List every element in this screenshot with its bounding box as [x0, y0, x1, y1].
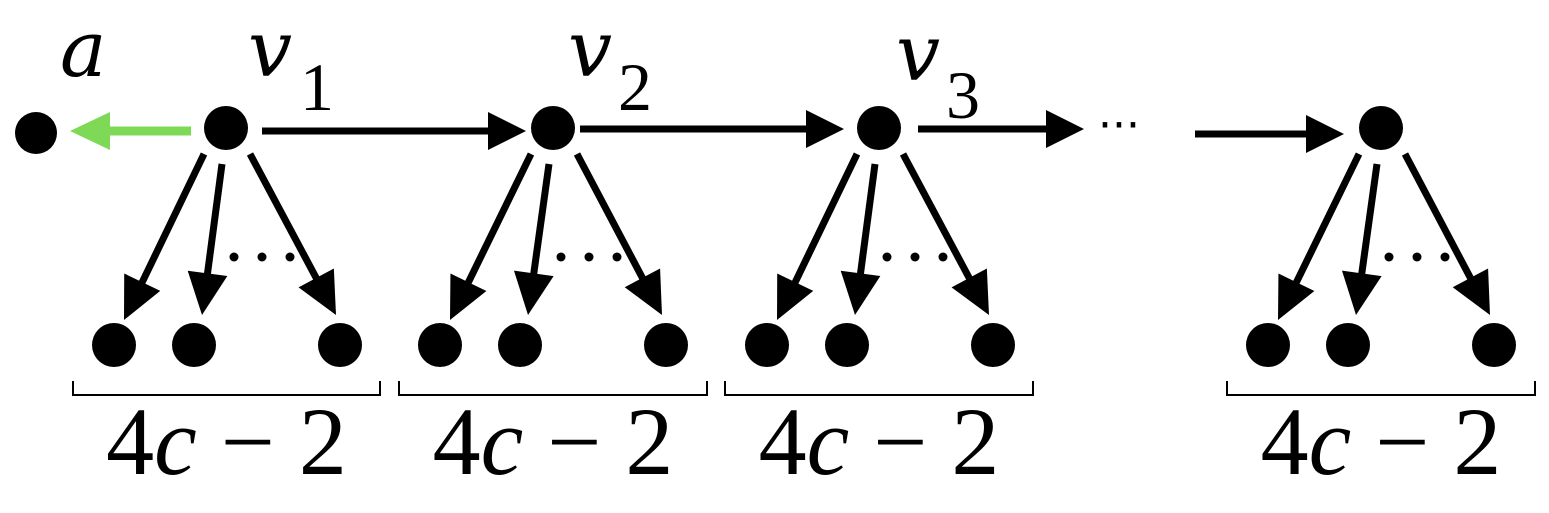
- node-v3: [857, 106, 901, 150]
- arrowhead-v1-v2: [488, 112, 526, 150]
- chain-ellipsis: ···: [1098, 100, 1140, 151]
- child-edge-2-3: [573, 152, 648, 284]
- group-bracket-4: [1226, 381, 1536, 396]
- child-edge-3-3: [899, 152, 975, 284]
- child-node-1-1: [92, 323, 136, 367]
- label-v1: v: [248, 5, 292, 95]
- group-count-num: 4: [759, 388, 807, 495]
- child-edge-4-2: [1357, 163, 1381, 278]
- node-vk: [1359, 106, 1403, 150]
- child-edge-4-1: [1291, 152, 1363, 288]
- child-node-4-1: [1246, 323, 1290, 367]
- node-v2: [531, 106, 575, 150]
- child-node-3-1: [745, 323, 789, 367]
- group-count-rest: − 2: [523, 388, 673, 495]
- child-ellipsis-dot-4-2: [1412, 252, 1422, 262]
- child-ellipsis-dot-3-2: [910, 252, 920, 262]
- child-node-2-1: [418, 323, 462, 367]
- child-ellipsis-dot-4-1: [1384, 252, 1394, 262]
- group-count-rest: − 2: [1351, 388, 1501, 495]
- child-node-1-2: [172, 323, 216, 367]
- child-arrowhead-3-3: [951, 268, 989, 315]
- group-count-label-3: 4c − 2: [759, 388, 1000, 495]
- child-ellipsis-dot-3-1: [882, 252, 892, 262]
- child-arrowhead-2-3: [624, 268, 662, 315]
- child-node-3-2: [825, 323, 869, 367]
- child-edge-4-3: [1401, 152, 1476, 284]
- group-count-var: c: [154, 388, 197, 495]
- fan-group-2: 4c − 2: [398, 152, 708, 495]
- fan-group-3: 4c − 2: [724, 152, 1034, 495]
- arrowhead-v3-dots: [1046, 110, 1084, 148]
- child-ellipsis-dot-2-2: [584, 252, 594, 262]
- label-v2: v: [568, 5, 612, 95]
- group-bracket-2: [398, 381, 708, 396]
- child-edge-3-2: [856, 163, 879, 278]
- group-count-var: c: [807, 388, 850, 495]
- arrowhead-dots-vk: [1306, 115, 1344, 153]
- node-a: [15, 112, 57, 154]
- child-edge-1-2: [203, 163, 226, 278]
- child-arrowhead-3-2: [840, 270, 881, 315]
- child-ellipsis-dot-2-1: [556, 252, 566, 262]
- chain-edges: [262, 110, 1344, 153]
- label-v2-sub: 2: [618, 49, 652, 125]
- child-edge-1-3: [246, 152, 322, 284]
- label-a: a: [60, 5, 107, 95]
- child-arrowhead-4-2: [1341, 270, 1382, 315]
- top-row-nodes: [15, 106, 1403, 154]
- child-arrowhead-2-2: [513, 270, 554, 315]
- arrowhead-v1-a: [70, 112, 110, 150]
- label-v3-sub: 3: [946, 57, 980, 133]
- group-count-rest: − 2: [849, 388, 999, 495]
- child-node-2-2: [498, 323, 542, 367]
- back-edge: [70, 112, 191, 150]
- child-ellipsis-dot-3-3: [938, 252, 948, 262]
- group-bracket-1: [72, 381, 381, 396]
- child-ellipsis-dot-2-3: [612, 252, 622, 262]
- arrowhead-v2-v3: [806, 110, 844, 148]
- group-count-num: 4: [106, 388, 154, 495]
- child-node-4-2: [1326, 323, 1370, 367]
- group-bracket-3: [724, 381, 1034, 396]
- child-arrowhead-2-1: [450, 273, 487, 320]
- group-count-var: c: [481, 388, 524, 495]
- child-edge-2-1: [463, 152, 535, 288]
- child-ellipsis-dot-1-2: [257, 252, 267, 262]
- child-arrowhead-4-1: [1278, 273, 1315, 320]
- child-edge-3-1: [790, 152, 861, 288]
- child-arrowhead-3-1: [777, 273, 814, 320]
- label-v3: v: [896, 9, 940, 99]
- group-count-rest: − 2: [197, 388, 347, 495]
- label-v1-sub: 1: [300, 49, 334, 125]
- child-node-1-3: [318, 323, 362, 367]
- child-node-2-3: [644, 323, 688, 367]
- fan-group-4: 4c − 2: [1226, 152, 1536, 495]
- group-count-label-2: 4c − 2: [433, 388, 674, 495]
- child-ellipsis-dot-1-3: [285, 252, 295, 262]
- group-count-num: 4: [433, 388, 481, 495]
- group-count-label-1: 4c − 2: [106, 388, 347, 495]
- node-v1: [204, 106, 248, 150]
- child-arrowhead-1-1: [124, 273, 161, 320]
- child-arrowhead-1-2: [187, 270, 228, 315]
- fan-group-1: 4c − 2: [72, 152, 381, 495]
- child-ellipsis-dot-1-1: [229, 252, 239, 262]
- child-arrowhead-1-3: [298, 268, 336, 315]
- child-ellipsis-dot-4-3: [1440, 252, 1450, 262]
- child-node-4-3: [1472, 323, 1516, 367]
- node-labels: a v 1 v 2 v 3: [60, 5, 980, 133]
- child-arrowhead-4-3: [1452, 268, 1490, 315]
- child-edge-2-2: [529, 163, 553, 278]
- group-count-label-4: 4c − 2: [1261, 388, 1502, 495]
- group-count-var: c: [1309, 388, 1352, 495]
- group-count-num: 4: [1261, 388, 1309, 495]
- child-node-3-3: [971, 323, 1015, 367]
- child-edge-1-1: [137, 152, 208, 288]
